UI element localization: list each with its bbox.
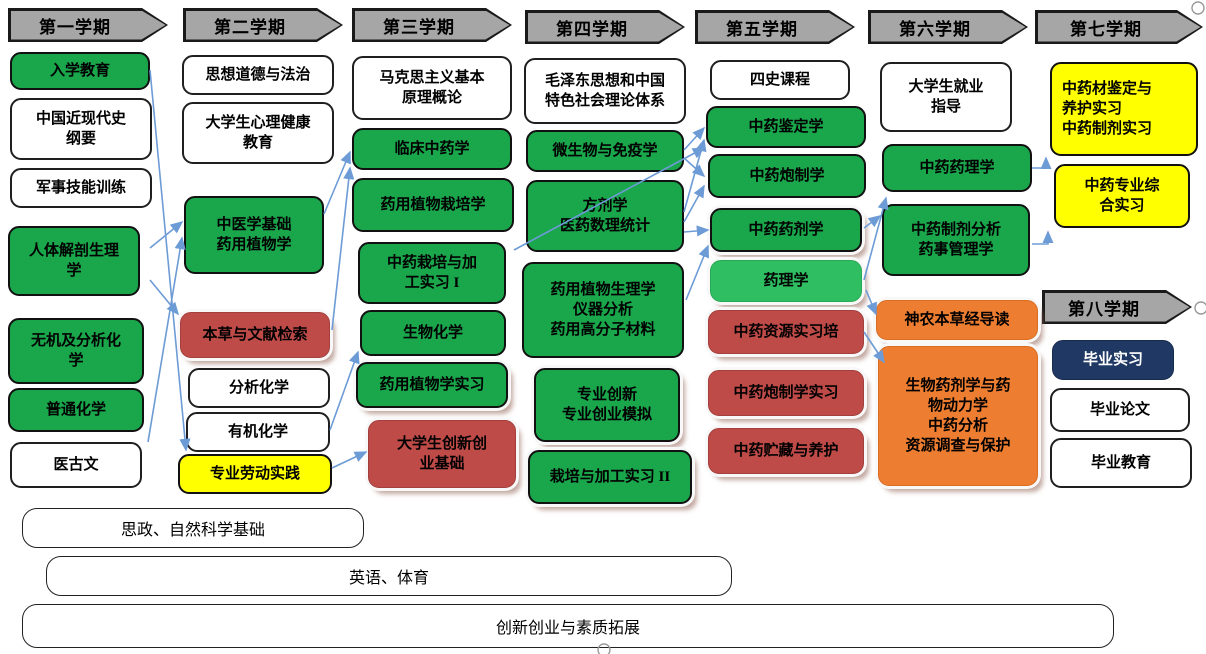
semester-arrow-fill: [355, 11, 510, 40]
course-box: 中药鉴定学: [706, 106, 866, 148]
course-box: 中药专业综 合实习: [1054, 164, 1190, 228]
course-box: 药理学: [710, 260, 862, 302]
course-box: 大学生创新创 业基础: [368, 420, 516, 488]
course-box: 神农本草经导读: [876, 300, 1038, 340]
semester-header-3: 第三学期: [352, 8, 512, 42]
semester-header-8: 第八学期: [1042, 290, 1192, 324]
connector-arrow: [683, 126, 706, 151]
course-box: 毕业实习: [1052, 340, 1174, 380]
semester-header-1: 第一学期: [8, 8, 168, 42]
course-box: 无机及分析化 学: [8, 318, 144, 384]
semester-header-2: 第二学期: [183, 8, 343, 42]
semester-label: 第一学期: [39, 17, 111, 37]
semester-header-5: 第五学期: [695, 10, 855, 44]
semester-arrow-fill: [186, 11, 341, 40]
course-box: 中药制剂分析 药事管理学: [882, 204, 1030, 276]
course-box: 中药资源实习培: [708, 310, 864, 354]
connector-arrow: [149, 279, 180, 316]
semester-label: 第四学期: [556, 19, 628, 39]
connector-arrow: [147, 236, 186, 443]
semester-label: 第七学期: [1070, 19, 1142, 39]
course-box: 生物药剂学与药 物动力学 中药分析 资源调查与保护: [878, 346, 1038, 486]
course-box: 临床中药学: [352, 128, 512, 170]
course-box: 微生物与免疫学: [526, 130, 684, 172]
connector-arrow: [683, 157, 706, 178]
course-box: 入学教育: [10, 52, 150, 90]
connector-arrow: [331, 451, 368, 469]
semester-arrow-fill: [11, 11, 166, 40]
connector-arrow: [683, 184, 705, 223]
course-box: 中药贮藏与养护: [708, 428, 864, 474]
course-box: 分析化学: [188, 368, 330, 408]
connector-arrow: [149, 69, 191, 452]
course-box: 中药栽培与加 工实习 I: [358, 242, 506, 304]
handle-circle: [1194, 301, 1206, 315]
course-box: 思想道德与法治: [182, 55, 334, 95]
connector-arrow: [863, 215, 882, 229]
connector-arrow: [683, 138, 707, 213]
semester-label: 第三学期: [383, 17, 455, 37]
connector-arrow: [1032, 230, 1054, 245]
course-box: 中药药理学: [882, 144, 1032, 192]
semester-header-6: 第六学期: [868, 10, 1028, 44]
course-box: 本草与文献检索: [180, 312, 330, 358]
course-box: 生物化学: [360, 310, 506, 356]
semester-header-4: 第四学期: [525, 10, 685, 44]
course-box: 大学生就业 指导: [880, 62, 1012, 132]
course-box: 毕业教育: [1050, 438, 1192, 488]
course-box: 毛泽东思想和中国 特色社会理论体系: [524, 58, 686, 124]
connector-arrow: [685, 244, 709, 301]
course-box: 人体解剖生理 学: [8, 226, 140, 296]
course-box: 有机化学: [186, 412, 330, 452]
course-box: 专业劳动实践: [178, 454, 332, 494]
semester-header-7: 第七学期: [1035, 10, 1203, 44]
course-box: 药用植物生理学 仪器分析 药用高分子材料: [522, 262, 684, 358]
course-box: 药用植物栽培学: [352, 178, 514, 232]
semester-arrow-fill: [1038, 13, 1201, 42]
connector-arrow: [865, 289, 877, 316]
semester-arrow-fill: [528, 13, 683, 42]
connector-arrow: [1032, 156, 1052, 170]
semester-arrow-fill: [698, 13, 853, 42]
connector-arrow: [149, 220, 184, 249]
course-box: 方剂学 医药数理统计: [526, 180, 684, 252]
course-box: 中药药剂学: [710, 208, 862, 252]
course-box: 军事技能训练: [10, 168, 152, 208]
course-box: 毕业论文: [1050, 388, 1190, 432]
category-bar: 创新创业与素质拓展: [22, 604, 1114, 648]
connector-arrow: [331, 166, 355, 331]
semester-arrow-fill: [871, 13, 1026, 42]
connector-arrow: [329, 350, 360, 431]
semester-label: 第八学期: [1068, 299, 1140, 319]
course-box: 药用植物学实习: [356, 362, 508, 408]
course-box: 普通化学: [8, 388, 144, 432]
course-box: 马克思主义基本 原理概论: [352, 56, 512, 120]
course-box: 大学生心理健康 教育: [182, 102, 334, 164]
semester-label: 第六学期: [899, 19, 971, 39]
semester-arrow-fill: [1045, 293, 1190, 322]
course-box: 中药炮制学实习: [708, 370, 864, 416]
connector-arrow: [683, 225, 710, 237]
course-box: 中药材鉴定与 养护实习 中药制剂实习: [1050, 62, 1198, 156]
semester-label: 第二学期: [214, 17, 286, 37]
category-bar: 英语、体育: [46, 556, 732, 596]
course-box: 四史课程: [710, 60, 850, 100]
course-box: 专业创新 专业创业模拟: [534, 368, 680, 442]
course-box: 中药炮制学: [708, 154, 866, 198]
semester-label: 第五学期: [726, 19, 798, 39]
course-box: 中国近现代史 纲要: [10, 98, 152, 160]
course-box: 医古文: [10, 442, 142, 488]
course-box: 栽培与加工实习 II: [528, 450, 692, 504]
course-box: 中医学基础 药用植物学: [184, 196, 324, 274]
category-bar: 思政、自然科学基础: [22, 508, 364, 548]
